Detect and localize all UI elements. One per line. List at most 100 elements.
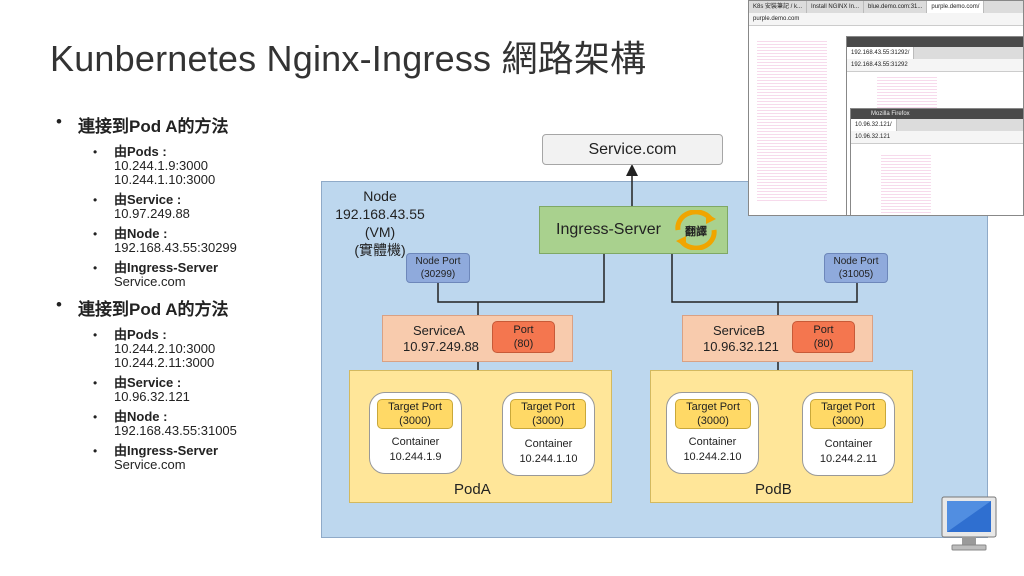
- target-port: Target Port (3000): [810, 399, 886, 429]
- target-port: Target Port (3000): [377, 399, 453, 429]
- port-value: (80): [513, 338, 534, 350]
- node-port-value: (31005): [838, 269, 874, 280]
- node-ip: 192.168.43.55: [335, 206, 425, 222]
- tab-bar: 192.168.43.55:31292/: [847, 47, 1023, 59]
- method-line: 10.244.1.9:3000: [114, 158, 208, 173]
- pod-a-label: PodA: [454, 481, 491, 498]
- page-artwork: [881, 153, 931, 213]
- browser-tab[interactable]: 192.168.43.55:31292/: [847, 47, 915, 59]
- service-name: ServiceB: [713, 322, 766, 338]
- service-a-port: Port (80): [492, 321, 555, 353]
- translate-icon-text: 翻譯: [685, 224, 707, 238]
- method-line: 10.244.2.10:3000: [114, 341, 216, 356]
- node-port-a: Node Port (30299): [406, 253, 470, 283]
- port-label: Port: [813, 324, 834, 336]
- target-port-label: Target Port: [521, 401, 575, 413]
- section-title: 連接到Pod A的方法: [56, 112, 326, 137]
- method-item: 由Service : 10.97.249.88: [56, 193, 326, 221]
- browser-tab[interactable]: purple.demo.com/: [927, 1, 985, 13]
- node-type: (VM): [364, 224, 396, 240]
- method-item: 由Ingress-Server Service.com: [56, 444, 326, 472]
- method-item: 由Pods : 10.244.1.9:3000 10.244.1.10:3000: [56, 145, 326, 187]
- method-line: 192.168.43.55:30299: [114, 240, 237, 255]
- browser-tab[interactable]: K8s 安裝筆記 / k...: [749, 1, 808, 13]
- target-port-value: (3000): [832, 415, 864, 427]
- method-line: 10.244.2.11:3000: [114, 355, 215, 370]
- node-title: Node: [363, 188, 397, 204]
- method-line: 10.96.32.121: [114, 389, 190, 404]
- tab-bar: 10.96.32.121/: [851, 119, 1023, 131]
- window-title-bar: [847, 37, 1023, 47]
- container-ip: 10.244.2.11: [819, 453, 878, 465]
- container-name: Container: [688, 436, 737, 448]
- container-name: Container: [524, 438, 573, 450]
- url-bar[interactable]: 10.96.32.121: [851, 131, 1023, 144]
- target-port: Target Port (3000): [510, 399, 586, 429]
- container-ip: 10.244.1.10: [519, 453, 578, 465]
- method-head: 由Pods :: [114, 144, 167, 159]
- browser-tab[interactable]: Install NGINX In...: [807, 1, 865, 13]
- method-line: Service.com: [114, 457, 186, 472]
- target-port-value: (3000): [532, 415, 564, 427]
- method-item: 由Pods : 10.244.2.10:3000 10.244.2.11:300…: [56, 328, 326, 370]
- method-head: 由Node :: [114, 226, 168, 241]
- ingress-label: Ingress-Server: [556, 221, 661, 238]
- link-ingress-left: [437, 254, 605, 303]
- slide-title: Kunbernetes Nginx-Ingress 網路架構: [50, 38, 647, 79]
- container-ip: 10.244.1.9: [389, 451, 442, 463]
- section-pod-a: 連接到Pod A的方法 由Pods : 10.244.1.9:3000 10.2…: [56, 112, 326, 289]
- method-line: 10.97.249.88: [114, 206, 190, 221]
- browser-window-front: Mozilla Firefox 10.96.32.121/ 10.96.32.1…: [850, 108, 1024, 216]
- section-title: 連接到Pod A的方法: [56, 295, 326, 320]
- target-port-label: Target Port: [388, 401, 442, 413]
- method-item: 由Service : 10.96.32.121: [56, 376, 326, 404]
- service-ip: 10.96.32.121: [703, 338, 779, 354]
- method-line: 10.244.1.10:3000: [114, 172, 216, 187]
- computer-monitor-icon: [941, 496, 997, 551]
- target-port-label: Target Port: [821, 401, 875, 413]
- url-bar[interactable]: purple.demo.com: [749, 13, 1023, 26]
- method-item: 由Node : 192.168.43.55:31005: [56, 410, 326, 438]
- method-head: 由Ingress-Server: [114, 443, 219, 458]
- method-line: Service.com: [114, 274, 186, 289]
- url-bar[interactable]: 192.168.43.55:31292: [847, 59, 1023, 72]
- section-pod-b: 連接到Pod A的方法 由Pods : 10.244.2.10:3000 10.…: [56, 295, 326, 472]
- target-port-value: (3000): [399, 415, 431, 427]
- browser-screenshots: K8s 安裝筆記 / k... Install NGINX In... blue…: [748, 0, 1024, 216]
- container-name: Container: [824, 438, 873, 450]
- browser-tab[interactable]: blue.demo.com:31...: [864, 1, 928, 13]
- node-port-label: Node Port: [833, 256, 879, 267]
- node-label: Node 192.168.43.55 (VM) (實體機): [330, 187, 430, 259]
- method-outline: 連接到Pod A的方法 由Pods : 10.244.1.9:3000 10.2…: [56, 112, 326, 478]
- service-b-port: Port (80): [792, 321, 855, 353]
- container-name: Container: [391, 436, 440, 448]
- method-head: 由Service :: [114, 375, 182, 390]
- tab-bar: K8s 安裝筆記 / k... Install NGINX In... blue…: [749, 1, 1023, 13]
- method-line: 192.168.43.55:31005: [114, 423, 237, 438]
- target-port-value: (3000): [697, 415, 729, 427]
- target-port-label: Target Port: [686, 401, 740, 413]
- service-com-box: Service.com: [542, 134, 723, 165]
- method-head: 由Pods :: [114, 327, 167, 342]
- method-head: 由Ingress-Server: [114, 260, 219, 275]
- node-port-label: Node Port: [415, 256, 461, 267]
- port-label: Port: [513, 324, 534, 336]
- node-port-value: (30299): [420, 269, 456, 280]
- link-ingress-right: [671, 254, 858, 303]
- translate-icon: 翻譯: [675, 210, 717, 250]
- method-head: 由Node :: [114, 409, 168, 424]
- node-kind: (實體機): [354, 242, 406, 258]
- window-title-bar: Mozilla Firefox: [851, 109, 1023, 119]
- service-ip: 10.97.249.88: [403, 338, 479, 354]
- node-port-b: Node Port (31005): [824, 253, 888, 283]
- page-artwork: [757, 41, 827, 201]
- method-head: 由Service :: [114, 192, 182, 207]
- target-port: Target Port (3000): [675, 399, 751, 429]
- method-item: 由Node : 192.168.43.55:30299: [56, 227, 326, 255]
- browser-tab[interactable]: 10.96.32.121/: [851, 119, 897, 131]
- port-value: (80): [813, 338, 834, 350]
- method-item: 由Ingress-Server Service.com: [56, 261, 326, 289]
- pod-b-label: PodB: [755, 481, 792, 498]
- service-name: ServiceA: [413, 322, 466, 338]
